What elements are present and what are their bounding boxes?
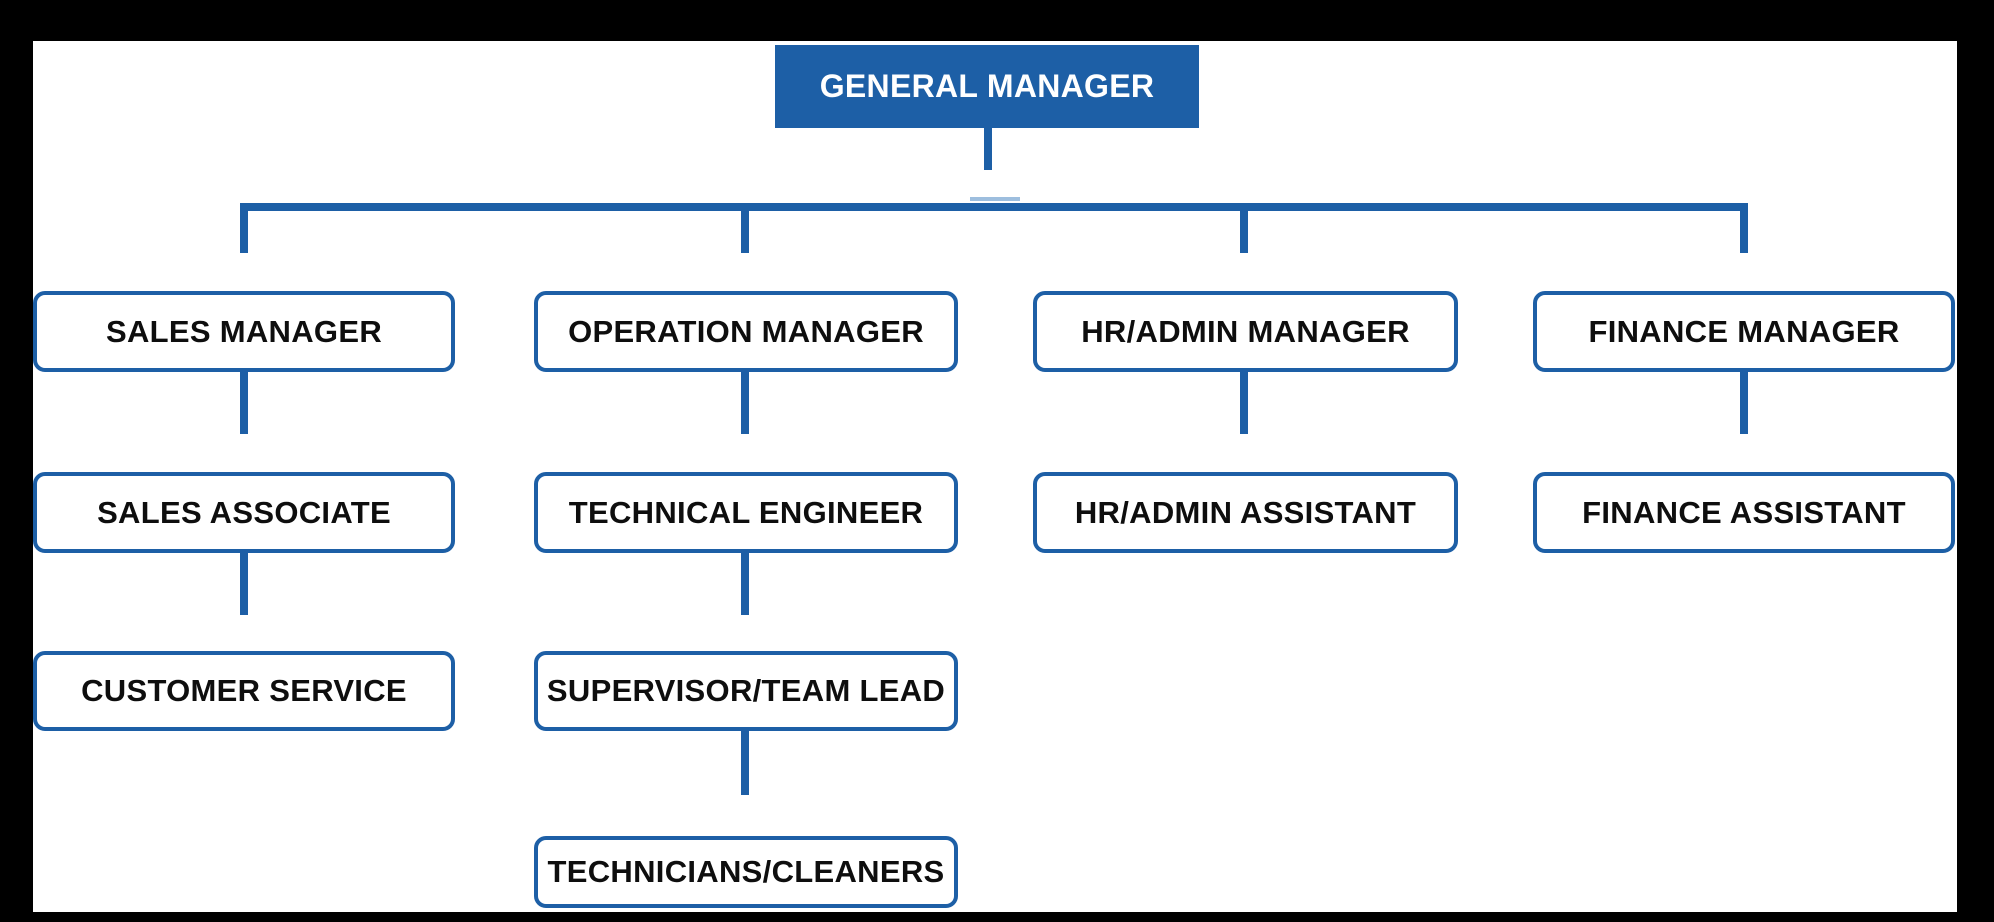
connector-hr-1 [1240, 372, 1248, 434]
connector-drop-operation [741, 211, 749, 253]
node-finance-manager-label: FINANCE MANAGER [1588, 313, 1900, 349]
node-sales-manager: SALES MANAGER [33, 291, 455, 372]
node-sales-associate-label: SALES ASSOCIATE [97, 494, 391, 530]
connector-root-stub [984, 128, 992, 170]
node-supervisor-team-lead: SUPERVISOR/TEAM LEAD [534, 651, 958, 731]
node-finance-manager: FINANCE MANAGER [1533, 291, 1955, 372]
node-supervisor-team-lead-label: SUPERVISOR/TEAM LEAD [546, 673, 946, 708]
connector-operation-3 [741, 731, 749, 795]
connector-drop-finance [1740, 211, 1748, 253]
node-customer-service: CUSTOMER SERVICE [33, 651, 455, 731]
connector-operation-1 [741, 372, 749, 434]
node-hr-admin-assistant-label: HR/ADMIN ASSISTANT [1074, 494, 1417, 530]
node-operation-manager: OPERATION MANAGER [534, 291, 958, 372]
connector-sales-1 [240, 372, 248, 434]
node-hr-admin-assistant: HR/ADMIN ASSISTANT [1033, 472, 1458, 553]
node-technical-engineer: TECHNICAL ENGINEER [534, 472, 958, 553]
connector-rail [240, 203, 1748, 211]
node-sales-associate: SALES ASSOCIATE [33, 472, 455, 553]
connector-sales-2 [240, 553, 248, 615]
node-operation-manager-label: OPERATION MANAGER [568, 313, 924, 349]
node-general-manager: GENERAL MANAGER [775, 45, 1199, 128]
node-sales-manager-label: SALES MANAGER [105, 313, 383, 349]
node-technical-engineer-label: TECHNICAL ENGINEER [568, 494, 924, 530]
connector-operation-2 [741, 553, 749, 615]
node-general-manager-label: GENERAL MANAGER [819, 68, 1155, 104]
connector-finance-1 [1740, 372, 1748, 434]
node-technicians-cleaners: TECHNICIANS/CLEANERS [534, 836, 958, 908]
node-technicians-cleaners-label: TECHNICIANS/CLEANERS [547, 854, 945, 889]
node-finance-assistant: FINANCE ASSISTANT [1533, 472, 1955, 553]
node-finance-assistant-label: FINANCE ASSISTANT [1582, 494, 1906, 530]
connector-drop-sales [240, 211, 248, 253]
node-hr-admin-manager: HR/ADMIN MANAGER [1033, 291, 1458, 372]
connector-drop-hr [1240, 211, 1248, 253]
node-hr-admin-manager-label: HR/ADMIN MANAGER [1081, 313, 1410, 349]
node-customer-service-label: CUSTOMER SERVICE [81, 673, 407, 708]
diagram-canvas: GENERAL MANAGER SALES MANAGER OPERATION … [33, 41, 1957, 912]
rail-junction-artifact [970, 197, 1020, 201]
